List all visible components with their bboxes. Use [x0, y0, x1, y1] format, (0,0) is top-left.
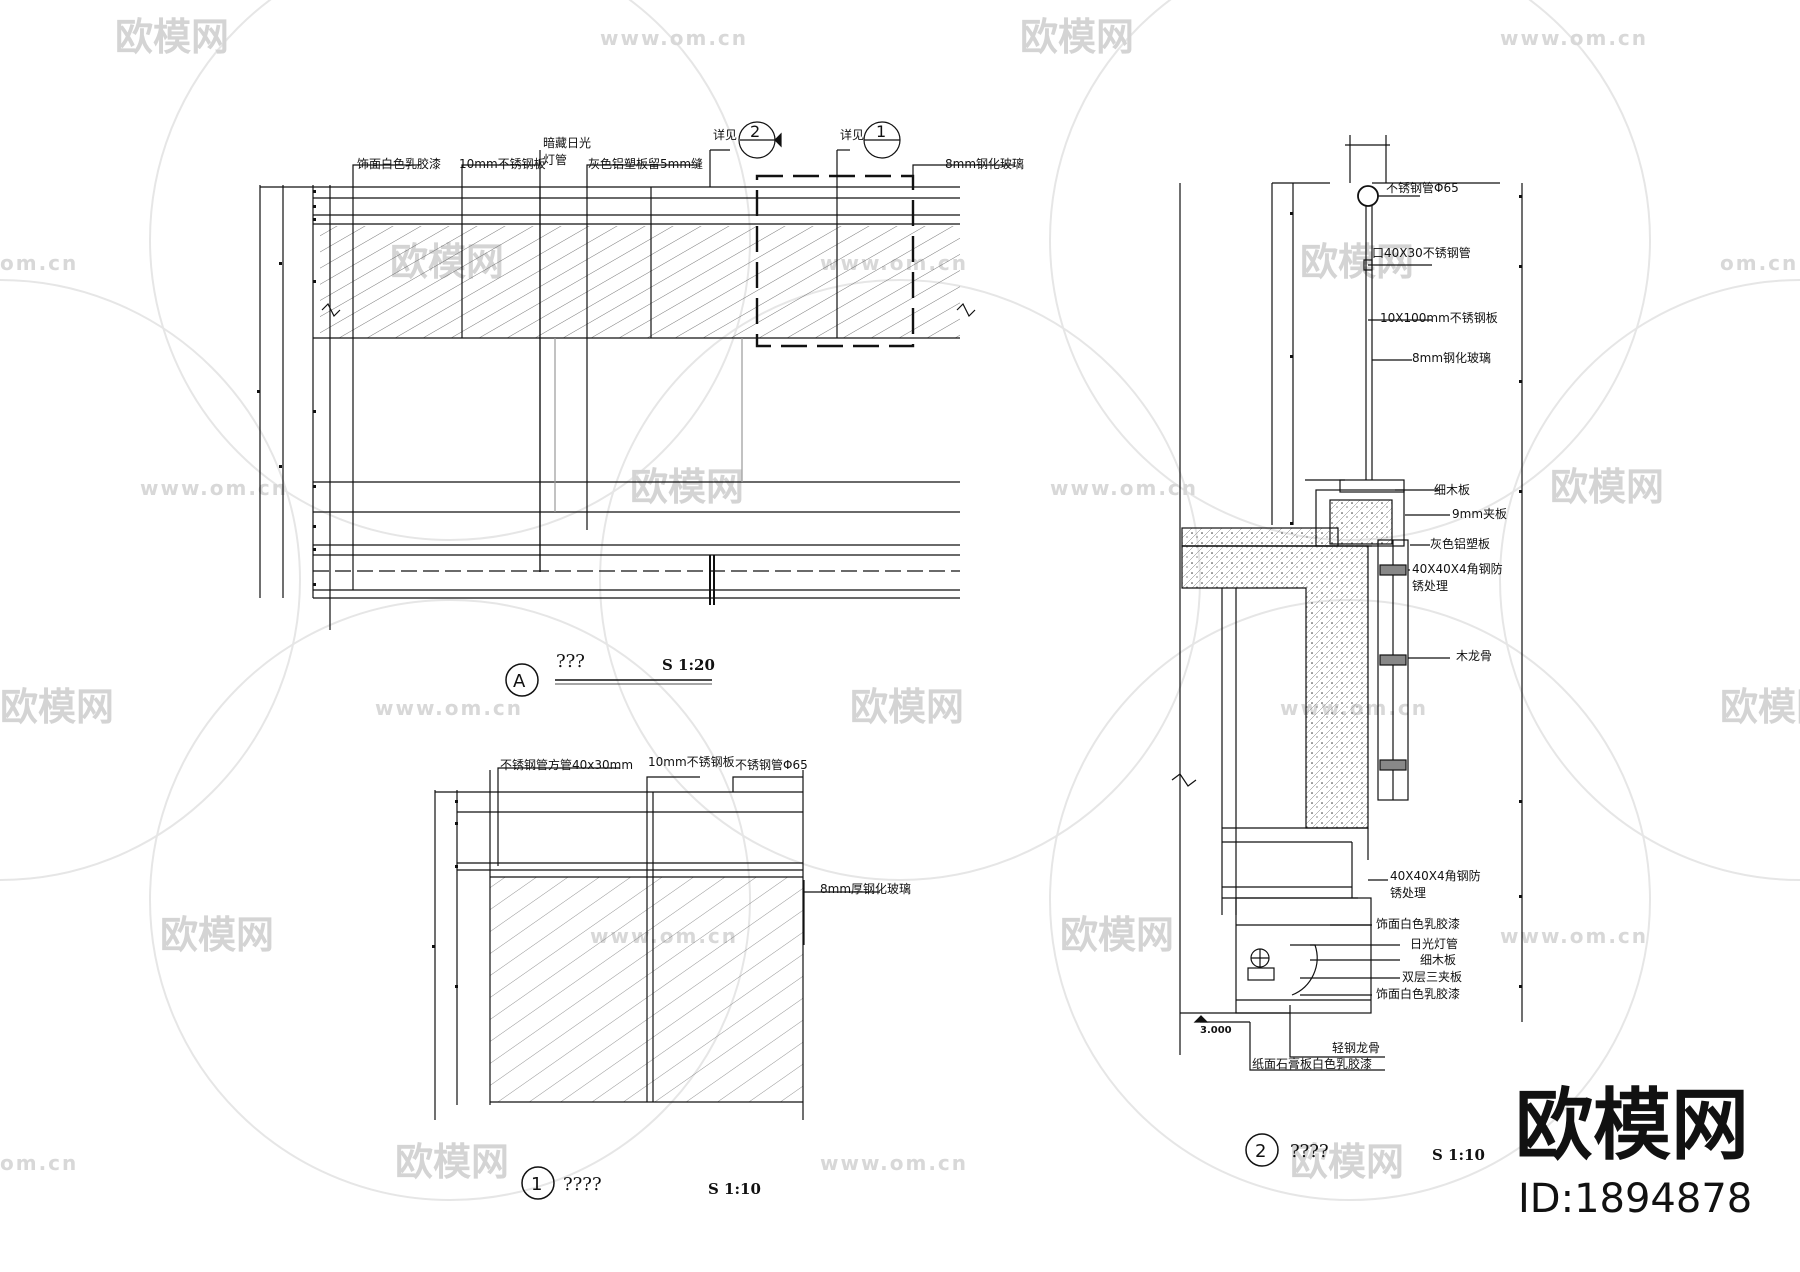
- detail-a-scale: S 1:20: [662, 656, 715, 674]
- watermark-brand: 欧模网: [1550, 465, 1664, 509]
- watermark-brand: 欧模网: [160, 913, 274, 957]
- watermark-brand: 欧模网: [1720, 685, 1800, 729]
- watermark-brand: 欧模网: [395, 1140, 509, 1184]
- label-steel-plate: 10mm不锈钢板: [459, 157, 546, 171]
- watermark-url: www.om.cn: [375, 696, 523, 720]
- label-square-steel-tube: 不锈钢管方管40x30mm: [500, 757, 633, 772]
- watermark-url: om.cn: [0, 1151, 78, 1175]
- callout-2-number: 2: [750, 122, 760, 141]
- detail-2-marker-circle: [1245, 1133, 1279, 1167]
- label-gypsum-board: 纸面石膏板白色乳胶漆: [1252, 1056, 1372, 1071]
- detail-a-title: ???: [556, 651, 585, 672]
- watermark-brand-large: 欧模网: [1515, 1081, 1749, 1171]
- watermark-brand: 欧模网: [630, 465, 744, 509]
- label-fine-wood-board: 细木板: [1434, 483, 1470, 497]
- label-light-steel-keel: 轻钢龙骨: [1332, 1041, 1380, 1055]
- label-hidden-light: 暗藏日光: [543, 135, 591, 150]
- label-steel-pipe: 不锈钢管Φ65: [735, 757, 808, 772]
- label-white-latex-paint: 饰面白色乳胶漆: [357, 156, 441, 171]
- label-rust-treatment: 锈处理: [1412, 579, 1448, 593]
- detail-1-title: ????: [563, 1174, 602, 1195]
- watermark-brand: 欧模网: [115, 15, 229, 59]
- detail-2-marker: 2: [1255, 1141, 1266, 1162]
- label-double-plywood: 双层三夹板: [1402, 970, 1462, 984]
- label-light-tube: 灯管: [543, 152, 567, 167]
- label-angle-steel: 40X40X4角钢防: [1412, 561, 1503, 576]
- detail-a-labels: 饰面白色乳胶漆 10mm不锈钢板 暗藏日光 灯管 灰色铝塑板留5mm缝 8mm钢…: [357, 122, 1024, 697]
- label-fluorescent-tube: 日光灯管: [1410, 936, 1458, 951]
- label-white-latex-paint: 饰面白色乳胶漆: [1376, 986, 1460, 1001]
- watermark-url: om.cn: [0, 251, 78, 275]
- detail-2-section: [1171, 135, 1523, 1071]
- elevation-mark: 3.000: [1200, 1025, 1232, 1036]
- watermark-brand: 欧模网: [0, 685, 114, 729]
- detail-a-marker-circle: [505, 663, 539, 697]
- label-aluminum-panel: 灰色铝塑板: [1430, 536, 1490, 551]
- watermark-brand: 欧模网: [850, 685, 964, 729]
- watermark-url: www.om.cn: [820, 1151, 968, 1175]
- label-rust-treatment: 锈处理: [1390, 886, 1426, 900]
- watermark-brand: 欧模网: [1290, 1140, 1404, 1184]
- label-plywood: 9mm夹板: [1452, 507, 1507, 521]
- glass-hatch: [320, 226, 960, 338]
- label-angle-steel: 40X40X4角钢防: [1390, 868, 1481, 883]
- label-aluminum-panel: 灰色铝塑板留5mm缝: [588, 156, 703, 171]
- watermark-url: www.om.cn: [1050, 476, 1198, 500]
- watermark-url: www.om.cn: [600, 26, 748, 50]
- label-steel-plate: 10mm不锈钢板: [648, 755, 735, 769]
- watermark-brand: 欧模网: [1300, 240, 1414, 284]
- callout-1-prefix: 详见: [840, 127, 864, 142]
- label-white-latex-paint: 饰面白色乳胶漆: [1376, 916, 1460, 931]
- detail-2-title: ????: [1290, 1141, 1329, 1162]
- detail-2-labels: 不锈钢管Φ65 口40X30不锈钢管 10X100mm不锈钢板 8mm钢化玻璃 …: [1200, 180, 1507, 1167]
- label-square-steel-tube: 口40X30不锈钢管: [1372, 245, 1471, 260]
- detail-1-marker-circle: [521, 1166, 555, 1200]
- watermark-id: ID:1894878: [1518, 1176, 1752, 1222]
- watermark-url: om.cn: [1720, 251, 1798, 275]
- watermark-url: www.om.cn: [1500, 924, 1648, 948]
- label-steel-pipe: 不锈钢管Φ65: [1386, 180, 1459, 195]
- callout-2-prefix: 详见: [713, 127, 737, 142]
- label-tempered-glass: 8mm钢化玻璃: [945, 157, 1024, 171]
- watermark-layer: 欧模网 www.om.cn 欧模网 www.om.cn om.cn 欧模网 ww…: [0, 0, 1800, 1222]
- watermark-brand: 欧模网: [1060, 913, 1174, 957]
- watermark-url: www.om.cn: [140, 476, 288, 500]
- detail-a-elevation: [257, 121, 1015, 630]
- label-steel-plate: 10X100mm不锈钢板: [1380, 311, 1498, 325]
- callout-1-number: 1: [876, 122, 886, 141]
- detail-a-marker: A: [513, 671, 526, 692]
- detail-1-labels: 不锈钢管方管40x30mm 10mm不锈钢板 不锈钢管Φ65 8mm厚钢化玻璃 …: [500, 755, 911, 1200]
- label-wood-keel: 木龙骨: [1456, 649, 1492, 663]
- label-tempered-glass: 8mm厚钢化玻璃: [820, 882, 911, 896]
- detail-1-section: [432, 767, 880, 1120]
- detail-2-scale: S 1:10: [1432, 1146, 1485, 1164]
- label-fine-wood-board: 细木板: [1420, 953, 1456, 967]
- label-tempered-glass: 8mm钢化玻璃: [1412, 351, 1491, 365]
- watermark-url: www.om.cn: [1500, 26, 1648, 50]
- watermark-brand: 欧模网: [1020, 15, 1134, 59]
- detail-1-marker: 1: [531, 1174, 542, 1195]
- detail-1-scale: S 1:10: [708, 1180, 761, 1198]
